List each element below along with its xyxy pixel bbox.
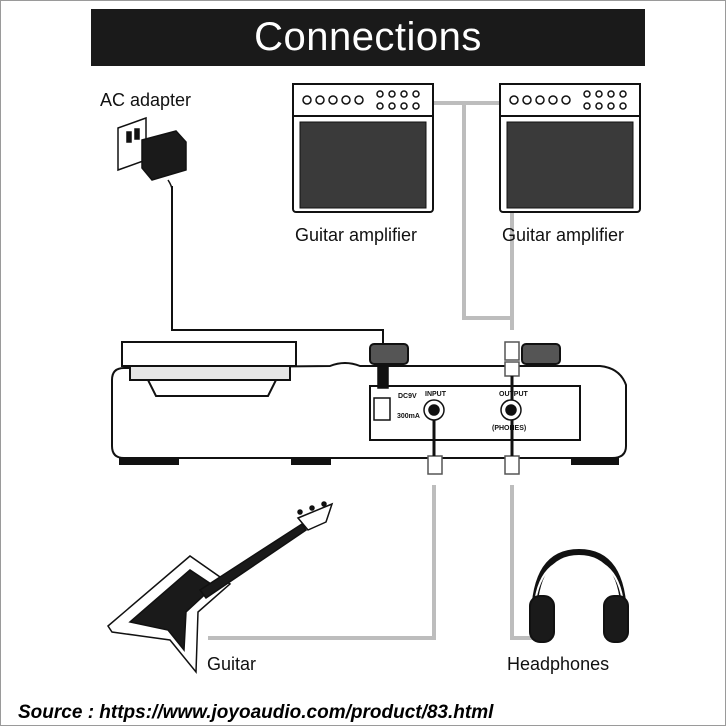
amplifier-right-icon — [499, 83, 641, 213]
jacks — [373, 365, 522, 421]
ac-adapter-label: AC adapter — [100, 90, 192, 110]
phones-label: (PHONES) — [492, 425, 526, 432]
guitar-cable — [208, 485, 436, 640]
amplifier-left-icon — [292, 83, 434, 213]
headphone-cable — [510, 485, 537, 640]
ma-label: 300mA — [397, 413, 420, 420]
dc-label: DC9V — [398, 393, 417, 400]
output-label: OUTPUT — [499, 391, 529, 398]
effects-pedal — [111, 341, 627, 465]
dc-jack — [373, 397, 391, 421]
guitar-label: Guitar — [207, 654, 257, 674]
amp-left-label: Guitar amplifier — [295, 225, 418, 245]
ac-adapter-icon — [117, 116, 187, 191]
input-label: INPUT — [425, 391, 447, 398]
cable-plugs — [427, 341, 520, 475]
guitar-icon — [107, 501, 334, 675]
amp-right-label: Guitar amplifier — [502, 225, 625, 245]
headphones-icon — [529, 548, 629, 643]
headphones-label: Headphones — [507, 654, 610, 674]
source-citation: Source : https://www.joyoaudio.com/produ… — [18, 702, 494, 723]
diagram-title: Connections — [91, 9, 645, 66]
amp-right-cable — [462, 103, 512, 320]
